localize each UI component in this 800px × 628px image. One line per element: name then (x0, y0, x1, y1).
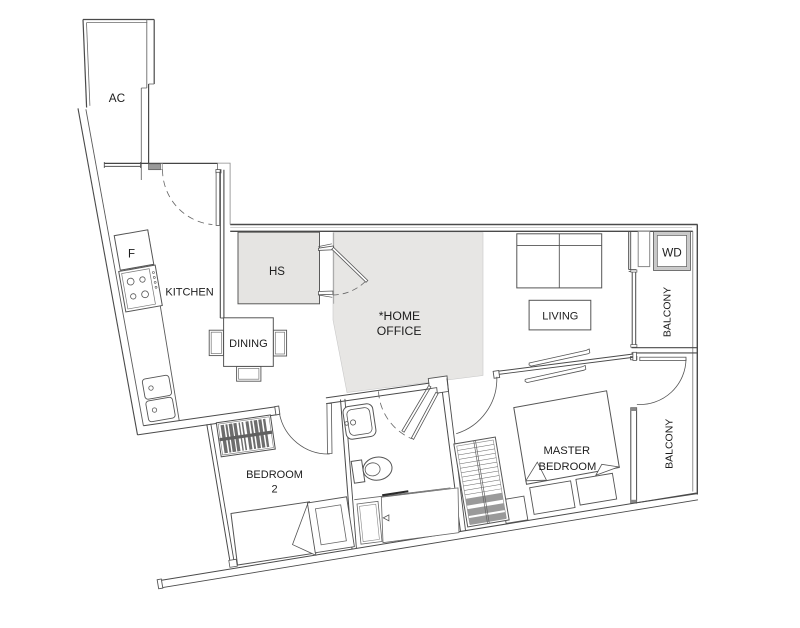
svg-text:BALCONY: BALCONY (662, 287, 674, 337)
svg-text:BALCONY: BALCONY (664, 419, 676, 469)
svg-text:BEDROOM: BEDROOM (538, 461, 596, 473)
svg-text:KITCHEN: KITCHEN (165, 287, 213, 299)
svg-text:WD: WD (662, 245, 682, 259)
svg-text:OFFICE: OFFICE (377, 324, 422, 338)
svg-text:MASTER: MASTER (543, 445, 590, 457)
svg-text:BEDROOM: BEDROOM (246, 469, 303, 481)
svg-text:F: F (128, 249, 135, 261)
svg-text:AC: AC (109, 91, 126, 105)
svg-text:LIVING: LIVING (542, 310, 578, 322)
svg-text:DINING: DINING (229, 338, 268, 350)
svg-text:2: 2 (271, 483, 277, 495)
svg-text:HS: HS (269, 266, 285, 278)
svg-text:*HOME: *HOME (379, 309, 420, 323)
